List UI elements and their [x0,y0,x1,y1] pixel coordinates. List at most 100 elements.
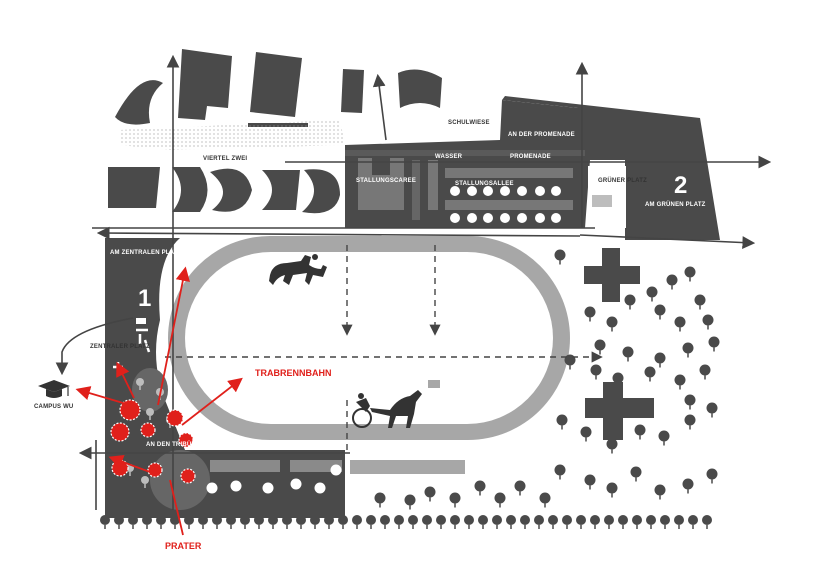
red-highlight-points [110,399,196,484]
tree [142,515,152,525]
tree [708,336,720,348]
red-highlight-point [178,432,194,448]
label-zentraler-platz: ZENTRALER PLATZ [90,344,150,350]
red-highlight-point [180,468,196,484]
tree [520,515,530,525]
tree [674,515,684,525]
tree [514,480,526,492]
tree [230,480,242,492]
tree [290,478,302,490]
tree [198,515,208,525]
tree [240,515,250,525]
tree [702,515,712,525]
tree [654,352,666,364]
tree [500,213,510,223]
label-campus-wu: CAMPUS WU [34,404,73,410]
tree [702,314,714,326]
tree [314,482,326,494]
tree [184,515,194,525]
tree [467,213,477,223]
central-block [345,96,720,240]
tree [282,515,292,525]
tree [114,515,124,525]
tree [606,438,618,450]
tree [296,515,306,525]
red-highlight-point [119,399,141,421]
tree [404,494,416,506]
tree [576,515,586,525]
label-wasser: WASSER [435,154,463,160]
tree [551,213,561,223]
tree [424,486,436,498]
tree [548,515,558,525]
tree [492,515,502,525]
tree [517,213,527,223]
label-an-der-promenade: AN DER PROMENADE [508,132,575,138]
tree [449,492,461,504]
tree [226,515,236,525]
label-trabrennbahn: TRABRENNBAHN [255,368,332,378]
tree [494,492,506,504]
tree [506,515,516,525]
tree [654,484,666,496]
horse-rider-icon [269,254,327,285]
tree [436,515,446,525]
tree [534,515,544,525]
tree [380,515,390,525]
tree [654,304,666,316]
exercise-icon [136,318,151,353]
tree [554,249,566,261]
tree [584,474,596,486]
tree [366,515,376,525]
red-highlight-point [147,462,163,478]
tree [646,515,656,525]
road-arrows [55,54,772,510]
tree [394,515,404,525]
tree [450,213,460,223]
label-am-gruenen-platz: AM GRÜNEN PLATZ [645,201,706,208]
label-prater: PRATER [165,541,202,551]
tree [554,464,566,476]
tree [674,374,686,386]
tree [352,515,362,525]
label-stallungsallee: STALLUNGSALLEE [455,181,514,187]
tree [644,366,656,378]
tree [612,372,624,384]
tree [580,426,592,438]
viertel-zwei-blocks [108,167,340,214]
tree [658,430,670,442]
tree [562,515,572,525]
label-am-zentralen-platz: AM ZENTRALEN PLATZ [110,250,182,256]
tree [606,316,618,328]
tree [706,402,718,414]
tree [483,213,493,223]
tree [467,186,477,196]
tree [408,515,418,525]
tree [660,515,670,525]
tree [535,186,545,196]
zone-1-number: 1 [138,285,151,312]
tree [483,186,493,196]
tree [324,515,334,525]
graduation-cap-icon [38,380,70,398]
tree [684,266,696,278]
sulky-horse-icon [352,390,422,428]
tree [590,364,602,376]
label-schulwiese: SCHULWIESE [448,120,490,126]
tree [584,306,596,318]
tree [156,515,166,525]
tree [694,294,706,306]
tree [500,186,510,196]
zone-2-number: 2 [674,172,687,199]
tree [622,346,634,358]
tree [330,464,342,476]
tree [146,408,154,416]
tree [450,186,460,196]
playground-icon [177,241,207,258]
tree [646,286,658,298]
tree [170,515,180,525]
red-highlight-point [140,422,156,438]
tree [706,468,718,480]
dashed-paths [165,245,603,455]
